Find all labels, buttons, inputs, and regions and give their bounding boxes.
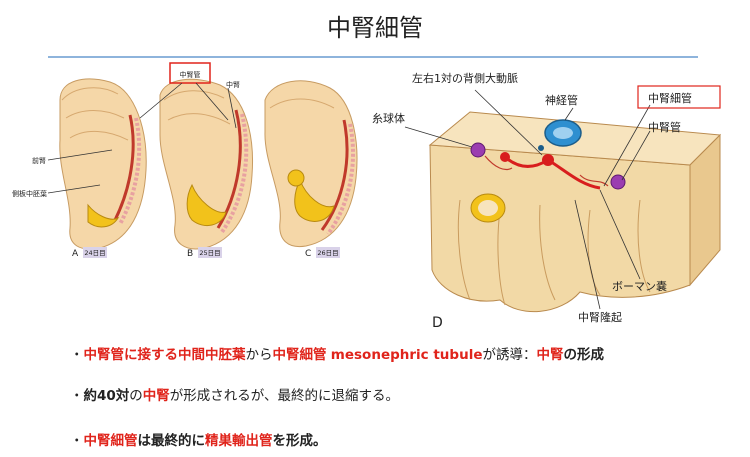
label-tubule: 中腎細管 [648,91,692,105]
panel-b-letter: B [187,249,193,259]
embryo-figure-abc: 中腎管 中腎 前腎 側板中胚葉 A 24日目 B 25日目 C 26日目 [12,62,358,259]
panel-c-letter: C [305,249,311,259]
embryo-c [264,80,358,248]
label-glomerulus: 糸球体 [372,111,405,125]
label-neural-tube: 神経管 [545,93,578,107]
panel-b-day: 25日目 [199,249,220,257]
bullet-3: ・中腎細管は最終的に精巣輸出管を形成。 [70,433,327,449]
label-mesonephros-small: 中腎 [226,80,240,89]
highlight-box-duct [169,62,211,84]
panel-c-day: 26日目 [317,249,338,257]
bullet-2: ・約40対の中腎が形成されるが、最終的に退縮する。 [70,388,400,404]
label-pronephros-small: 前腎 [32,156,46,165]
title-divider [48,56,698,58]
panel-a-letter: A [72,249,79,259]
label-duct: 中腎管 [648,120,681,134]
label-lateral-mesoderm: 側板中胚葉 [12,189,47,198]
slide-title: 中腎細管 [327,14,423,42]
label-duct-small: 中腎管 [180,70,201,79]
label-bowman: ボーマン嚢 [612,279,667,293]
label-aorta: 左右1対の背側大動脈 [412,71,518,85]
embryo-b [159,78,253,250]
embryo-a [59,78,147,250]
bullet-1: ・中腎管に接する中間中胚葉から中腎細管 mesonephric tubuleが誘… [70,347,604,363]
panel-a-day: 24日目 [84,249,105,257]
highlight-box-tubule [637,85,721,109]
cross-section-figure-d: 左右1対の背側大動脈 神経管 糸球体 中腎細管 中腎管 ボーマン嚢 中腎隆起 D [372,71,722,331]
label-ridge: 中腎隆起 [578,310,622,324]
panel-d-letter: D [432,315,443,331]
